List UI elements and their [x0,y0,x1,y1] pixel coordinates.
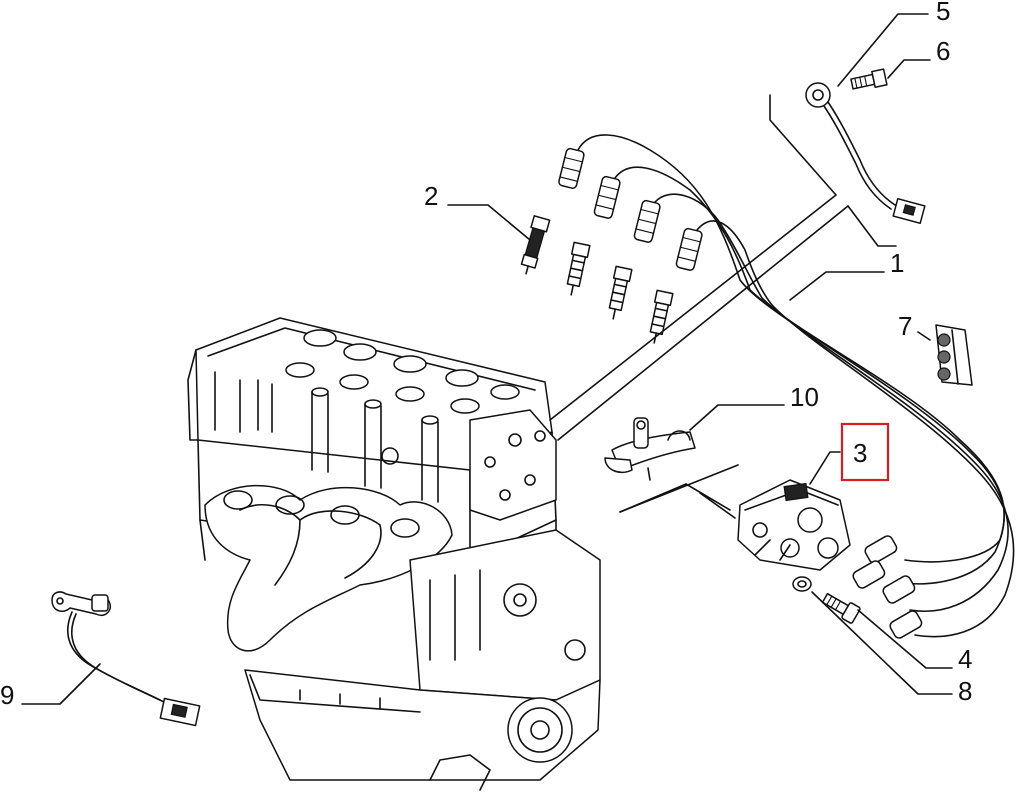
cable-support-clip [935,324,973,386]
washer [792,576,812,592]
engine-block [187,317,601,791]
crankshaft-sensor [51,591,201,727]
spark-plugs [520,215,674,344]
crank-pulley [507,697,573,763]
callout-label-2: 2 [424,181,438,211]
callout-label-8: 8 [958,676,972,706]
callout-label-3: 3 [853,438,867,468]
knock-sensor [805,82,926,225]
exhaust-manifold [204,484,453,652]
highlight-box [840,422,890,482]
callout-label-6: 6 [936,36,950,66]
leader-lines [21,13,953,705]
ignition-cable-harness [558,134,1015,639]
callout-label-9: 9 [0,680,14,710]
callout-label-4: 4 [958,644,972,674]
camshaft-caps [285,329,520,414]
distributor-cap [737,479,851,571]
screw [821,592,861,624]
callout-label-5: 5 [936,0,950,26]
callout-label-10: 10 [790,382,819,412]
callout-label-7: 7 [898,311,912,341]
callout-label-1: 1 [890,248,904,278]
bolt [850,68,888,90]
callout-labels: 1 2 4 5 6 7 8 9 10 3 [0,0,972,710]
cable-clip [604,417,696,481]
